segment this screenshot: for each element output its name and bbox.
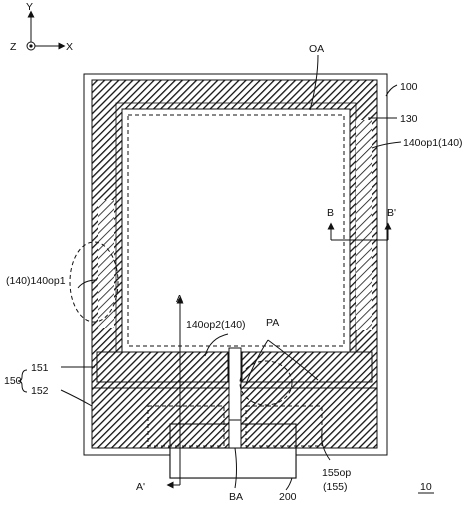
label-150: 150 xyxy=(4,375,22,387)
label-b-prime: B' xyxy=(387,207,396,219)
label-151: 151 xyxy=(31,362,49,374)
opening-oa-dashed xyxy=(127,114,345,347)
axis-x-label: X xyxy=(66,41,73,53)
opening-155op-right xyxy=(245,405,323,447)
axis-triad: Y Z X xyxy=(10,1,73,53)
strip-140op1-left xyxy=(98,200,114,328)
chip-200-fill-cover xyxy=(169,447,297,479)
opening-155op-left xyxy=(147,405,225,447)
label-152: 152 xyxy=(31,385,49,397)
label-b: B xyxy=(327,207,334,219)
label-pa: PA xyxy=(266,317,279,329)
label-ba: BA xyxy=(229,491,243,503)
callout-pa xyxy=(239,360,293,406)
leader-lines xyxy=(60,54,402,491)
label-oa: OA xyxy=(309,43,324,55)
label-140op2: 140op2(140) xyxy=(186,319,246,331)
label-10: 10 xyxy=(420,481,432,493)
label-130: 130 xyxy=(400,113,418,125)
label-155op: 155op xyxy=(322,467,351,479)
pad-151-left xyxy=(96,351,229,383)
strip-140op1-right xyxy=(356,120,372,330)
axis-y-label: Y xyxy=(26,1,33,13)
label-140op1-right: 140op1(140) xyxy=(403,137,463,149)
pad-151-right xyxy=(241,351,373,383)
axis-z-label: Z xyxy=(10,41,17,53)
label-155: (155) xyxy=(323,481,348,493)
opening-oa xyxy=(121,108,351,353)
label-200: 200 xyxy=(279,491,297,503)
section-line-a xyxy=(166,296,184,489)
bump-area-ba xyxy=(228,419,242,449)
section-line-b xyxy=(327,222,392,241)
label-a-prime: A' xyxy=(136,481,145,493)
label-a: A xyxy=(176,293,183,305)
callout-140op1-left xyxy=(69,241,119,323)
label-100: 100 xyxy=(400,81,418,93)
label-140op1-left: (140)140op1 xyxy=(6,275,66,287)
